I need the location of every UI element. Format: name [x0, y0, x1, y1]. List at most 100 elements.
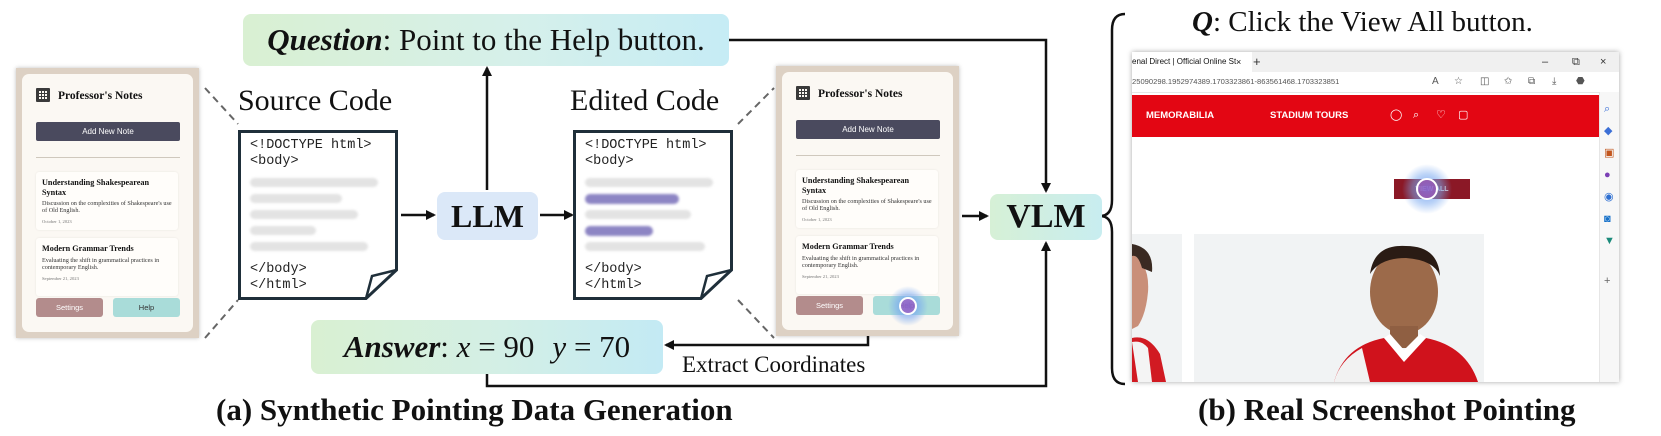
extract-coordinates-label: Extract Coordinates: [682, 352, 866, 377]
toolbox-icon[interactable]: ▣: [1604, 147, 1615, 159]
note-date: September 21, 2023: [42, 276, 79, 281]
outlook-icon[interactable]: ◙: [1604, 213, 1611, 225]
favorites-icon[interactable]: ✩: [1504, 76, 1513, 87]
real-question-text: : Click the View All button.: [1212, 6, 1533, 38]
answer-label: Answer: [343, 329, 441, 364]
grid-icon: [796, 86, 810, 100]
vlm-box: VLM: [990, 194, 1102, 240]
answer-y-value: = 70: [566, 329, 631, 364]
code-line: </body>: [250, 262, 307, 277]
answer-box: Answer: x = 90 y = 70: [311, 320, 663, 374]
tag-icon[interactable]: ◆: [1604, 125, 1613, 137]
tab-close-icon[interactable]: ×: [1236, 57, 1242, 67]
app-card-panel: Professor's Notes Add New Note Understan…: [782, 72, 953, 330]
bag-icon[interactable]: ▢: [1458, 109, 1469, 121]
app-card-title: Professor's Notes: [818, 88, 903, 100]
highlighted-code-line: [585, 194, 679, 204]
edited-code-title: Edited Code: [570, 84, 720, 117]
blurred-code-line: [250, 178, 378, 187]
note-body: Evaluating the shift in grammatical prac…: [802, 255, 920, 269]
code-line: </body>: [585, 262, 642, 277]
note-body: Discussion on the complexities of Shakes…: [802, 198, 932, 212]
app-card-panel: Professor's Notes Add New Note Understan…: [22, 74, 193, 332]
nav-memorabilia[interactable]: MEMORABILIA: [1146, 110, 1215, 121]
blurred-code-line: [585, 210, 691, 219]
divider: [796, 155, 940, 156]
caption-b: (b) Real Screenshot Pointing: [1198, 392, 1576, 427]
answer-x-value: = 90: [470, 329, 535, 364]
code-line: <!DOCTYPE html>: [250, 138, 372, 153]
note-card[interactable]: Understanding Shakespearean Syntax Discu…: [796, 170, 938, 228]
shopping-icon[interactable]: ▼: [1604, 235, 1615, 247]
answer-y-var: y: [552, 329, 567, 364]
browser-tab[interactable]: enal Direct | Official Online St ×: [1132, 52, 1252, 72]
minimize-icon[interactable]: –: [1542, 56, 1549, 68]
note-card[interactable]: Modern Grammar Trends Evaluating the shi…: [36, 238, 178, 296]
product-image-left[interactable]: [1132, 234, 1182, 382]
tab-title: enal Direct | Official Online St: [1132, 57, 1237, 66]
search-icon[interactable]: ⌕: [1604, 103, 1611, 115]
pointer-glow-icon: [888, 286, 928, 326]
split-screen-icon[interactable]: ◫: [1480, 76, 1490, 87]
address-bar[interactable]: 25090298.1952974389.1703323861-863561468…: [1132, 72, 1619, 93]
collections-icon[interactable]: ⧉: [1528, 76, 1536, 87]
settings-button[interactable]: Settings: [796, 296, 863, 315]
people-icon[interactable]: ●: [1604, 169, 1611, 181]
search-icon[interactable]: ⌕: [1413, 109, 1420, 121]
curly-brace: [1099, 12, 1126, 386]
heart-icon[interactable]: ♡: [1436, 109, 1446, 121]
add-new-note-button[interactable]: Add New Note: [796, 120, 940, 139]
answer-colon: :: [440, 329, 457, 364]
note-card[interactable]: Understanding Shakespearean Syntax Discu…: [36, 172, 178, 230]
blurred-code-line: [250, 194, 342, 203]
games-icon[interactable]: ◉: [1604, 191, 1614, 203]
new-tab-icon[interactable]: +: [1253, 54, 1261, 69]
product-image-main[interactable]: [1194, 234, 1484, 382]
browser-tab-bar: enal Direct | Official Online St × + – ⧉…: [1132, 52, 1619, 72]
answer-x-var: x: [456, 329, 471, 364]
maximize-icon[interactable]: ⧉: [1572, 56, 1580, 68]
arrow-answer-to-vlm: [485, 241, 1051, 388]
source-code-title: Source Code: [238, 84, 393, 117]
downloads-icon[interactable]: ⤓: [1552, 76, 1557, 87]
player-photo: [1334, 245, 1478, 382]
llm-box: LLM: [437, 192, 538, 240]
caption-a: (a) Synthetic Pointing Data Generation: [216, 392, 733, 427]
app-card-original: Professor's Notes Add New Note Understan…: [16, 68, 199, 338]
note-date: October 1, 2023: [802, 217, 832, 222]
add-new-note-button[interactable]: Add New Note: [36, 122, 180, 141]
real-question: Q: Click the View All button.: [1192, 6, 1533, 39]
user-icon[interactable]: ◯: [1390, 109, 1403, 121]
blurred-code-line: [585, 242, 705, 251]
pointer-glow-icon: [1402, 164, 1452, 214]
note-date: September 21, 2023: [802, 274, 839, 279]
app-card-title: Professor's Notes: [58, 90, 143, 102]
code-line: </html>: [250, 278, 307, 293]
help-button[interactable]: Help: [113, 298, 180, 317]
blurred-code-line: [585, 178, 713, 187]
note-body: Discussion on the complexities of Shakes…: [42, 200, 172, 214]
edited-code-document: <!DOCTYPE html> <body> </body> </html>: [573, 130, 733, 300]
code-line: <body>: [585, 154, 634, 169]
player-photo-left: [1132, 244, 1166, 382]
note-title: Understanding Shakespearean Syntax: [802, 176, 909, 195]
note-date: October 1, 2023: [42, 219, 72, 224]
favorite-star-icon[interactable]: ☆: [1454, 76, 1463, 87]
note-title: Understanding Shakespearean Syntax: [42, 178, 149, 197]
note-card[interactable]: Modern Grammar Trends Evaluating the shi…: [796, 236, 938, 294]
extensions-icon[interactable]: ⬣: [1576, 76, 1585, 87]
question-text: : Point to the Help button.: [382, 22, 705, 57]
read-aloud-icon[interactable]: A: [1432, 76, 1439, 87]
nav-stadium-tours[interactable]: STADIUM TOURS: [1270, 110, 1349, 121]
question-label: Question: [267, 22, 383, 57]
callout-line-top-right: [737, 87, 775, 125]
blurred-code-line: [250, 226, 316, 235]
note-title: Modern Grammar Trends: [802, 242, 894, 251]
app-card-header: Professor's Notes: [796, 86, 902, 100]
window-close-icon[interactable]: ×: [1600, 56, 1607, 68]
add-icon[interactable]: +: [1604, 275, 1611, 287]
settings-button[interactable]: Settings: [36, 298, 103, 317]
callout-line-top-left: [204, 87, 239, 125]
callout-line-bottom-right: [737, 299, 775, 339]
browser-screenshot: enal Direct | Official Online St × + – ⧉…: [1132, 52, 1619, 382]
